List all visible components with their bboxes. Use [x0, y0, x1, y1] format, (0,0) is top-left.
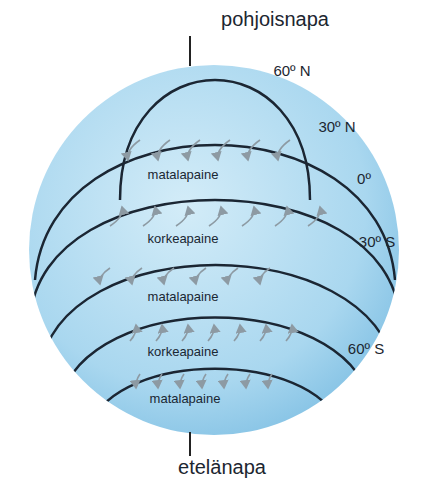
wind-arrow	[182, 325, 188, 341]
wind-arrow	[218, 140, 230, 160]
wind-arrow	[143, 207, 155, 226]
wind-arrow	[260, 268, 270, 284]
wind-arrow	[100, 268, 110, 284]
latitude-label: 30º N	[318, 118, 355, 135]
pressure-label: matalapaine	[150, 392, 221, 407]
pressure-label: korkeapaine	[148, 232, 219, 247]
latitude-label: 30º S	[359, 233, 395, 250]
wind-arrow	[246, 374, 250, 388]
wind-arrow	[158, 374, 162, 388]
axis-line	[189, 36, 191, 66]
wind-arrow	[286, 325, 292, 341]
wind-arrow	[208, 325, 214, 341]
wind-arrow	[248, 140, 260, 160]
wind-arrow	[234, 325, 240, 341]
wind-arrow	[260, 325, 266, 341]
pressure-label: matalapaine	[148, 168, 219, 183]
wind-arrow	[130, 325, 136, 341]
pole-label: pohjoisnapa	[221, 8, 329, 31]
wind-arrow	[188, 140, 200, 160]
wind-arrow	[308, 207, 320, 226]
wind-arrows	[100, 140, 321, 388]
wind-arrow	[110, 207, 122, 226]
wind-arrow	[156, 325, 162, 341]
latitude-lines	[30, 80, 400, 425]
wind-arrow	[132, 268, 142, 284]
pole-label: etelänapa	[178, 456, 266, 479]
wind-arrow	[242, 207, 254, 226]
wind-arrow	[268, 374, 272, 388]
wind-arrow	[180, 374, 184, 388]
latitude-label: 60º N	[273, 62, 310, 79]
latitude-label: 0º	[357, 170, 371, 187]
wind-arrow	[209, 207, 221, 226]
wind-arrow	[275, 207, 287, 226]
pressure-label: matalapaine	[148, 290, 219, 305]
wind-arrow	[196, 268, 206, 284]
wind-arrow	[158, 140, 170, 160]
wind-arrow	[176, 207, 188, 226]
wind-arrow	[128, 140, 140, 160]
pressure-label: korkeapaine	[148, 345, 219, 360]
axis-line	[189, 432, 191, 456]
wind-arrow	[278, 140, 290, 160]
wind-arrow	[202, 374, 206, 388]
wind-arrow	[164, 268, 174, 284]
wind-arrow	[228, 268, 238, 284]
wind-arrow	[224, 374, 228, 388]
latitude-label: 60º S	[348, 340, 384, 357]
wind-arrow	[136, 374, 140, 388]
globe	[29, 65, 399, 435]
